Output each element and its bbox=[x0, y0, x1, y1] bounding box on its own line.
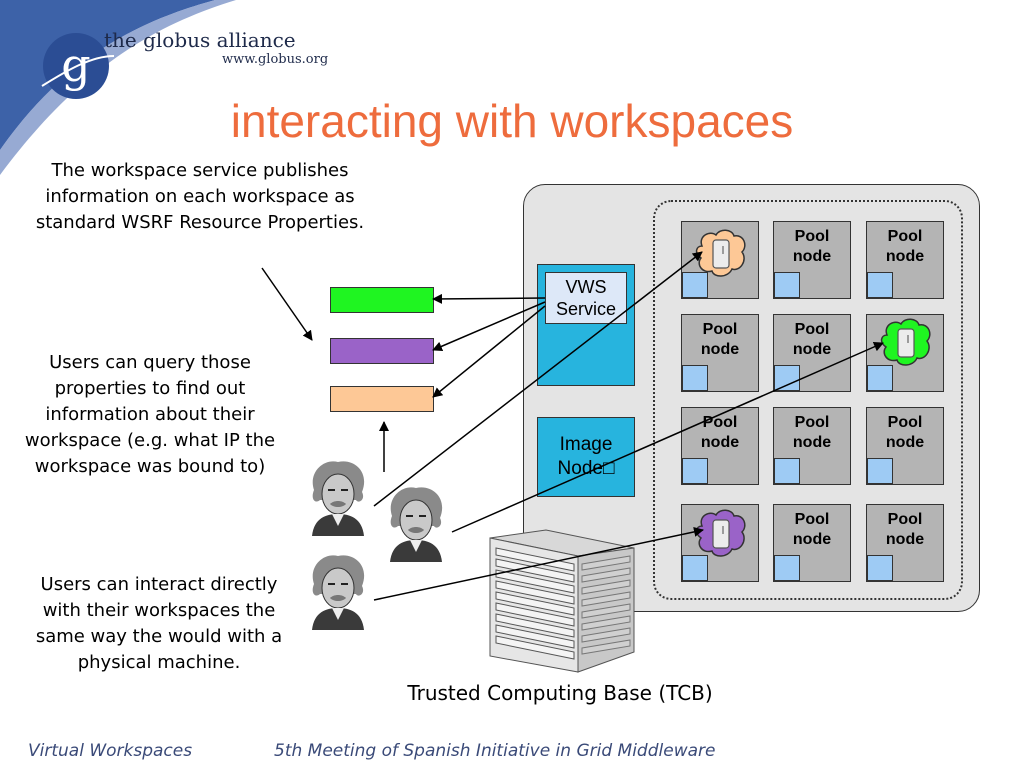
pool-node-label: Pool node bbox=[885, 414, 925, 451]
pool-node-label: Pool node bbox=[792, 321, 832, 358]
pool-node: Pool node bbox=[773, 407, 851, 485]
vws-service-label: VWS Service bbox=[545, 272, 627, 324]
tcb-label: Trusted Computing Base (TCB) bbox=[407, 681, 713, 705]
image-node: Image Node□ bbox=[537, 417, 635, 497]
pool-node: Pool node bbox=[866, 407, 944, 485]
logo-glyph: g bbox=[61, 38, 90, 92]
workspace-vm-icon bbox=[695, 509, 746, 557]
globus-logo-icon: g bbox=[41, 33, 115, 99]
pool-node: Pool node bbox=[773, 221, 851, 299]
pool-node-port bbox=[774, 365, 800, 391]
user-portrait-icon bbox=[390, 487, 443, 562]
pool-node-port bbox=[867, 458, 893, 484]
footer-right: 5th Meeting of Spanish Initiative in Gri… bbox=[274, 741, 716, 761]
workspace-vm-icon bbox=[880, 318, 931, 366]
workspace-vm-icon bbox=[695, 229, 746, 277]
pool-node-port bbox=[774, 458, 800, 484]
pool-node: Pool node bbox=[773, 314, 851, 392]
note-interact: Users can interact directly with their w… bbox=[35, 574, 283, 673]
user-portrait-icon bbox=[312, 555, 365, 630]
user-portrait-icon bbox=[312, 461, 365, 536]
pool-node-label: Pool node bbox=[885, 228, 925, 265]
pool-node: Pool node bbox=[866, 504, 944, 582]
pool-node-label: Pool node bbox=[792, 511, 832, 548]
pool-node-label: Pool node bbox=[700, 321, 740, 358]
note-publish: The workspace service publishes informat… bbox=[35, 160, 365, 233]
pool-node-port bbox=[682, 458, 708, 484]
slide-title: interacting with workspaces bbox=[230, 95, 794, 147]
pool-node-port bbox=[867, 272, 893, 298]
pool-node-port bbox=[774, 555, 800, 581]
pool-node-port bbox=[867, 555, 893, 581]
arrow-note-to-properties bbox=[261, 267, 313, 341]
footer-left: Virtual Workspaces bbox=[28, 741, 193, 761]
pool-node: Pool node bbox=[681, 314, 759, 392]
pool-node: Pool node bbox=[773, 504, 851, 582]
pool-node-port bbox=[682, 365, 708, 391]
logo-url: www.globus.org bbox=[222, 52, 329, 67]
pool-node-label: Pool node bbox=[792, 414, 832, 451]
logo-text: the globus alliance bbox=[104, 28, 296, 52]
note-query: Users can query those properties to find… bbox=[24, 352, 276, 477]
pool-node-label: Pool node bbox=[700, 414, 740, 451]
pool-node: Pool node bbox=[681, 407, 759, 485]
pool-node: Pool node bbox=[866, 221, 944, 299]
resource-property-green bbox=[330, 287, 434, 313]
resource-property-peach bbox=[330, 386, 434, 412]
pool-node-label: Pool node bbox=[885, 511, 925, 548]
pool-node-label: Pool node bbox=[792, 228, 832, 265]
resource-property-purple bbox=[330, 338, 434, 364]
server-rack-icon bbox=[489, 529, 635, 673]
pool-node-port bbox=[774, 272, 800, 298]
